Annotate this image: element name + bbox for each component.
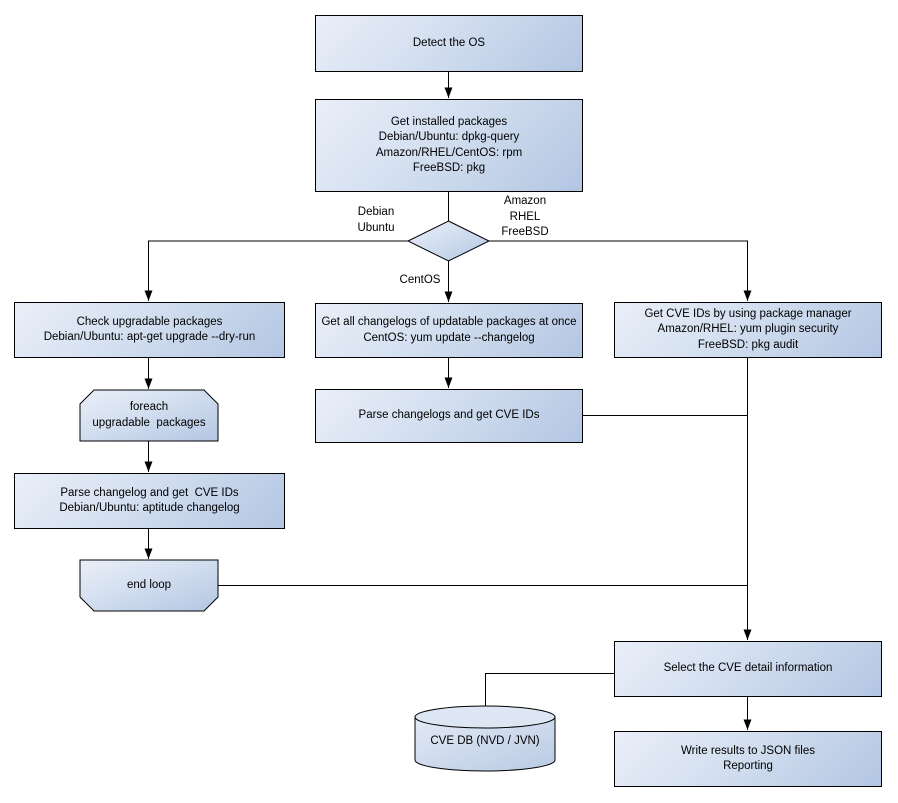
node-parse-changelog: Parse changelog and get CVE IDs Debian/U… [14,473,285,529]
node-detect-os-label: Detect the OS [412,36,486,49]
edge-decision-to-get-cve-ids [489,240,752,301]
node-get-cve-ids-pkg-manager-label: Get CVE IDs by using package manager Ama… [644,307,852,351]
end-loop-shape [79,559,219,612]
node-check-upgradable-packages-label: Check upgradable packages Debian/Ubuntu:… [43,315,256,344]
decision-diamond [406,220,491,262]
cve-db-cylinder-top [414,705,556,729]
node-get-installed-packages-label: Get installed packages Debian/Ubuntu: dp… [375,115,523,175]
edge-label-debian-ubuntu: Debian Ubuntu [357,206,395,234]
node-write-results-label: Write results to JSON files Reporting [681,744,815,773]
node-parse-changelogs-label: Parse changelogs and get CVE IDs [358,409,540,422]
edge-decision-to-check-upgradable [144,240,408,301]
node-detect-os: Detect the OS [315,15,583,72]
node-parse-changelog-label: Parse changelog and get CVE IDs Debian/U… [59,486,240,515]
cve-db-cylinder-body [414,717,556,772]
edge-label-amazon-rhel-freebsd: Amazon RHEL FreeBSD [501,195,549,238]
node-select-cve-detail: Select the CVE detail information [614,641,882,697]
edge-label-centos: CentOS [399,274,441,286]
foreach-loop-shape [79,389,219,442]
node-get-installed-packages: Get installed packages Debian/Ubuntu: dp… [315,99,583,192]
node-get-all-changelogs-label: Get all changelogs of updatable packages… [321,316,577,344]
node-parse-changelogs: Parse changelogs and get CVE IDs [315,389,583,443]
node-write-results: Write results to JSON files Reporting [614,731,882,787]
node-check-upgradable-packages: Check upgradable packages Debian/Ubuntu:… [14,302,285,358]
node-get-all-changelogs: Get all changelogs of updatable packages… [315,303,583,358]
edge-cvedb-to-select [485,673,614,706]
node-select-cve-detail-label: Select the CVE detail information [663,662,833,675]
node-get-cve-ids-pkg-manager: Get CVE IDs by using package manager Ama… [614,302,882,358]
